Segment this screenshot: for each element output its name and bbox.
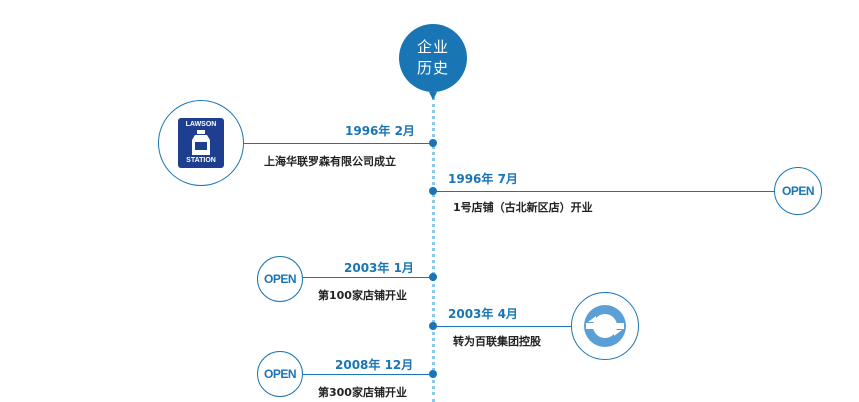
open-badge-circle: OPEN bbox=[774, 167, 822, 215]
event-description: 转为百联集团控股 bbox=[453, 335, 541, 348]
timeline-spine bbox=[432, 97, 435, 402]
event-description: 1号店铺（古北新区店）开业 bbox=[453, 201, 593, 214]
logo-top-text: LAWSON bbox=[185, 121, 217, 128]
event-date: 1996年 7月 bbox=[448, 172, 518, 186]
milk-bottle-icon bbox=[192, 130, 210, 155]
open-badge-icon: OPEN bbox=[263, 367, 297, 381]
event-connector bbox=[433, 326, 571, 327]
event-date: 2003年 1月 bbox=[344, 261, 414, 275]
event-description: 第100家店铺开业 bbox=[318, 289, 407, 302]
timeline-dot bbox=[429, 139, 437, 147]
event-description: 第300家店铺开业 bbox=[318, 386, 407, 399]
event-date: 1996年 2月 bbox=[345, 124, 415, 138]
timeline-dot bbox=[429, 187, 437, 195]
header-line-1: 企业 bbox=[416, 38, 449, 56]
refresh-badge-circle bbox=[571, 292, 639, 360]
event-description: 上海华联罗森有限公司成立 bbox=[264, 155, 396, 168]
event-date: 2008年 12月 bbox=[335, 358, 414, 372]
header-line-2: 历史 bbox=[416, 59, 449, 77]
event-connector bbox=[433, 191, 775, 192]
event-connector bbox=[303, 374, 432, 375]
event-connector bbox=[303, 277, 432, 278]
refresh-arrows-icon bbox=[584, 305, 626, 347]
timeline-dot bbox=[429, 273, 437, 281]
open-badge-icon: OPEN bbox=[263, 272, 297, 286]
logo-bottom-text: STATION bbox=[186, 157, 216, 164]
event-connector bbox=[244, 143, 432, 144]
lawson-logo-icon: LAWSON STATION bbox=[178, 118, 224, 168]
open-badge-icon: OPEN bbox=[781, 184, 815, 198]
open-badge-circle: OPEN bbox=[257, 351, 303, 397]
event-date: 2003年 4月 bbox=[448, 307, 518, 321]
open-badge-circle: OPEN bbox=[257, 256, 303, 302]
history-header-badge: 企业 历史 bbox=[399, 24, 467, 100]
lawson-logo-circle: LAWSON STATION bbox=[158, 100, 244, 186]
timeline-dot bbox=[429, 370, 437, 378]
timeline-dot bbox=[429, 322, 437, 330]
